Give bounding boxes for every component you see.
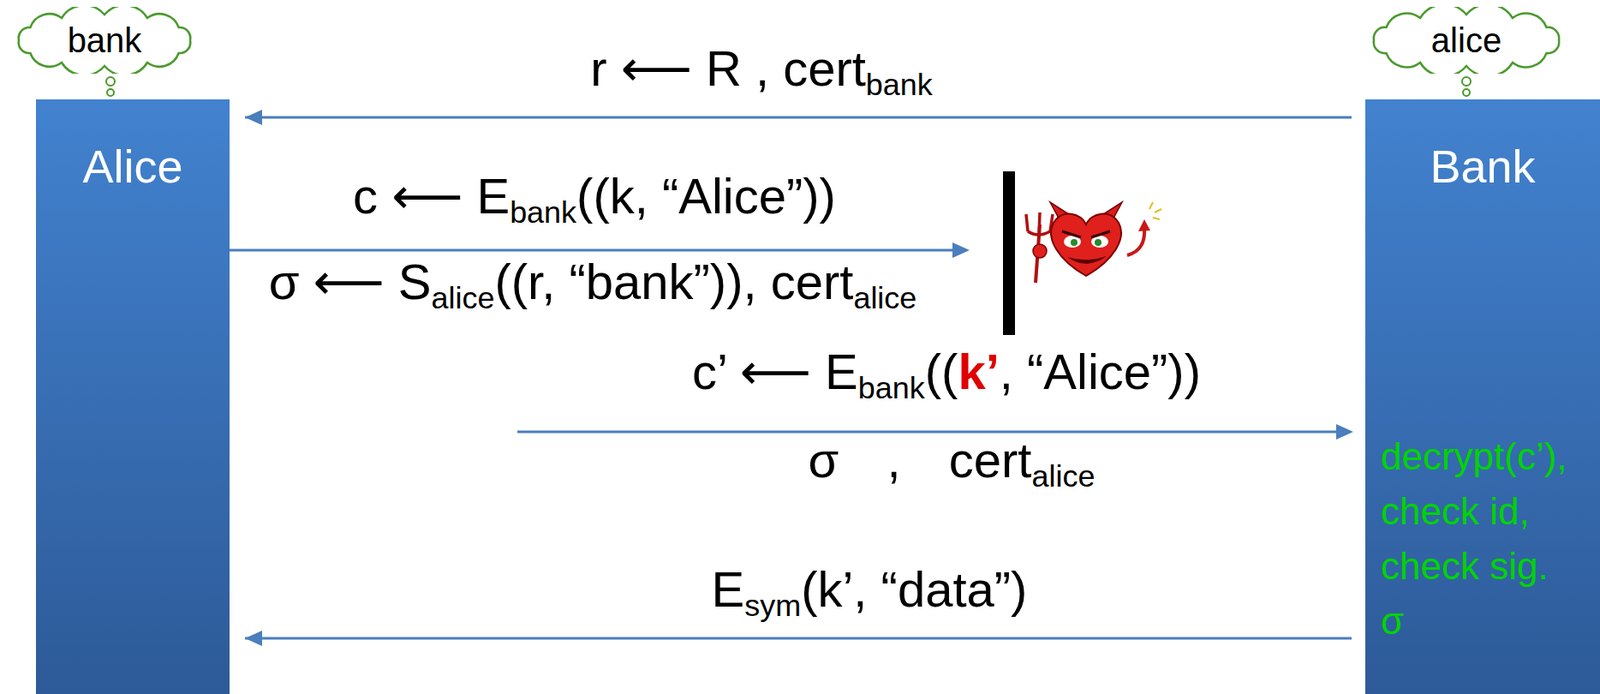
message-label: σ , certalice (808, 430, 1096, 504)
text-run: r ⟵ R , cert (590, 40, 866, 96)
text-run: (( (925, 343, 959, 400)
node-note: decrypt(c’), check id, check sig. σ (1380, 429, 1578, 649)
text-run: bank (509, 194, 577, 230)
label-holder: c’ ⟵ Ebank((k’, “Alice”)) (692, 342, 1201, 416)
text-run: sym (744, 587, 801, 623)
lifeline-bar: Alice (35, 99, 230, 694)
text-run: alice (431, 280, 496, 316)
blocking-wall (1002, 171, 1015, 335)
node-title: alice (1431, 20, 1502, 60)
node-title: bank (67, 20, 143, 60)
label-holder: Esym(k’, “data”) (711, 560, 1028, 633)
arrow-head (1336, 423, 1354, 440)
text-run: E (711, 561, 746, 617)
devil-hand (1032, 244, 1047, 258)
lifeline-bar: Bank decrypt(c’), check id, check sig. σ (1365, 99, 1600, 694)
text-run: k’ (957, 343, 999, 400)
thought-cloud: bank (10, 6, 199, 74)
thought-dot (1462, 89, 1470, 96)
text-run: σ , cert (808, 431, 1033, 488)
text-run: σ ⟵ S (268, 253, 432, 310)
arrow-line (229, 249, 955, 252)
text-run: c’ ⟵ E (692, 343, 859, 400)
text-run: , “Alice”)) (999, 343, 1201, 400)
devil-brow (1062, 231, 1111, 238)
label-holder: σ ⟵ Salice((r, “bank”)), certalice (268, 252, 918, 326)
devil-tail-tip (1138, 219, 1151, 232)
node-title: Alice (82, 139, 183, 193)
text-run: alice (853, 280, 917, 316)
attacker-devil (1026, 202, 1162, 283)
label-holder: c ⟵ Ebank((k, “Alice”)) (352, 167, 836, 240)
label-holder: σ , certalice (808, 430, 1096, 504)
label-holder: r ⟵ R , certbank (590, 39, 933, 113)
cloud-shape (18, 6, 192, 74)
text-run: c ⟵ E (352, 167, 510, 224)
text-run: ((r, “bank”)), cert (494, 253, 854, 310)
thought-dot (107, 89, 114, 96)
arrow-head (952, 242, 970, 258)
devil-head (1050, 214, 1122, 276)
trident-prongs (1026, 212, 1053, 235)
message-label: Esym(k’, “data”) (711, 560, 1028, 633)
devil-iris (1094, 238, 1102, 246)
text-run: ((k, “Alice”)) (576, 167, 836, 224)
thought-dot (1462, 77, 1471, 86)
devil-mouth (1067, 256, 1107, 264)
text-run: (k’, “data”) (800, 561, 1027, 617)
message-label: c’ ⟵ Ebank((k’, “Alice”)) (692, 342, 1201, 416)
thought-dot (106, 77, 115, 86)
node-title: Bank (1429, 139, 1535, 193)
text-run: alice (1031, 458, 1095, 494)
spark-marks (1149, 202, 1162, 220)
devil-tail (1127, 227, 1145, 256)
message-label: r ⟵ R , certbank (590, 39, 933, 113)
text-run: bank (858, 370, 926, 406)
thought-cloud: alice (1365, 6, 1568, 74)
message-label: c ⟵ Ebank((k, “Alice”)) (352, 167, 836, 240)
cloud-shape (1373, 6, 1559, 74)
message-arrow (244, 116, 1352, 120)
devil-iris (1070, 238, 1078, 246)
message-arrow (244, 637, 1352, 640)
message-label: σ ⟵ Salice((r, “bank”)), certalice (268, 252, 918, 326)
text-run: bank (865, 66, 933, 102)
